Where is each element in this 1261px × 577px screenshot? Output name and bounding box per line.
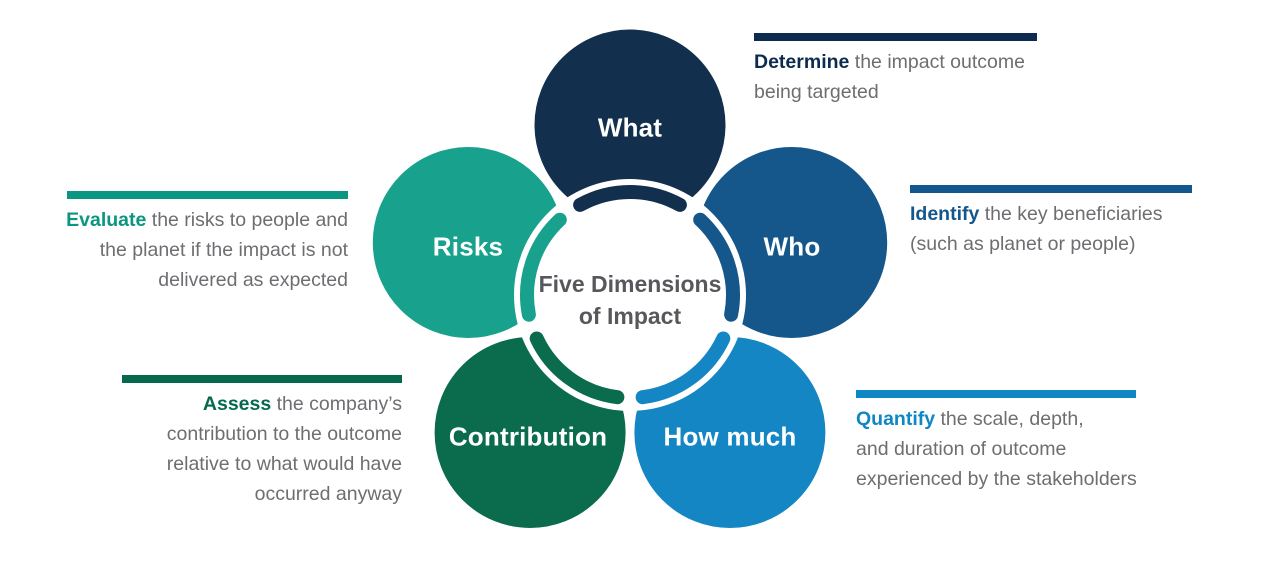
petal-label-contribution: Contribution [448,421,608,452]
annotation-assess-line4: occurred anyway [254,483,402,505]
annotation-identify-line2: (such as planet or people) [910,233,1136,255]
center-hub-disc [514,179,746,411]
annotation-evaluate-keyword: Evaluate [66,209,147,231]
annotation-determine-accent-bar [754,33,1037,41]
annotation-quantify-line1-rest: the scale, depth, [935,408,1084,430]
annotation-assess-line1-rest: the company’s [271,393,402,415]
annotation-identify-keyword: Identify [910,203,980,225]
annotation-assess-line3: relative to what would have [166,453,402,475]
annotation-determine-line2: being targeted [754,81,879,103]
annotation-evaluate: Evaluate the risks to people and the pla… [66,191,348,295]
center-title-line2: of Impact [578,303,682,329]
center-title: Five Dimensions of Impact [539,268,722,332]
petal-label-who: Who [763,231,821,262]
ring-arc-risks [520,212,567,322]
ring-arc-contribution [529,331,625,405]
annotation-quantify-keyword: Quantify [856,408,936,430]
annotation-determine: Determine the impact outcome being targe… [754,33,1037,107]
annotation-determine-line1: Determine the impact outcome [754,47,1037,77]
annotation-quantify-line1: Quantify the scale, depth, [856,404,1137,434]
annotation-evaluate-line3: delivered as expected [158,269,348,291]
annotation-identify-line1-rest: the key beneficiaries [979,203,1163,225]
center-title-line1: Five Dimensions [538,271,722,297]
annotation-quantify-line3: experienced by the stakeholders [856,468,1137,490]
annotation-assess: Assess the company’s contribution to the… [122,375,402,509]
ring-arc-how-much [635,331,731,405]
annotation-quantify: Quantify the scale, depth, and duration … [856,390,1137,494]
annotation-assess-line2: contribution to the outcome [166,423,402,445]
annotation-evaluate-accent-bar [67,191,348,199]
annotation-evaluate-line1: Evaluate the risks to people and [66,205,348,235]
annotation-evaluate-line1-rest: the risks to people and [146,209,348,231]
ring-arc-who [693,212,740,322]
annotation-identify-accent-bar [910,185,1192,193]
annotation-determine-line1-rest: the impact outcome [849,51,1025,73]
petal-label-what: What [597,112,663,143]
annotation-assess-keyword: Assess [202,393,272,415]
ring-arc-what [573,185,687,212]
annotation-determine-keyword: Determine [754,51,850,73]
annotation-quantify-accent-bar [856,390,1136,398]
petal-label-risks: Risks [432,231,504,262]
annotation-assess-accent-bar [122,375,402,383]
petal-label-how-much: How much [663,421,797,452]
annotation-quantify-line2: and duration of outcome [856,438,1067,460]
annotation-identify-line1: Identify the key beneficiaries [910,199,1192,229]
annotation-evaluate-line2: the planet if the impact is not [99,239,348,261]
annotation-assess-line1: Assess the company’s [122,389,402,419]
annotation-identify: Identify the key beneficiaries (such as … [910,185,1192,259]
